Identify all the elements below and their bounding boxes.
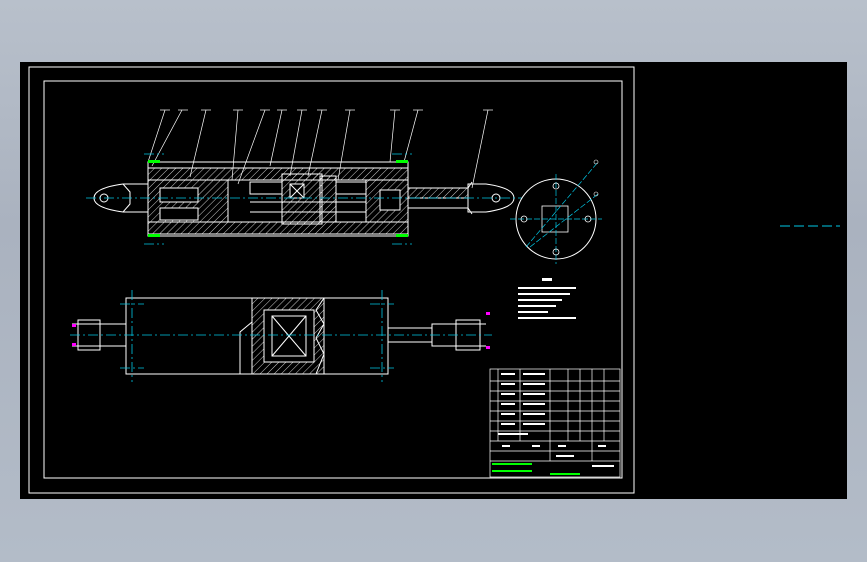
title-block-green [492, 463, 580, 475]
piston-rod [407, 187, 469, 199]
title-block [489, 368, 621, 478]
magenta-marks [72, 312, 490, 349]
center-lines-bottom [70, 290, 492, 382]
end-view [510, 159, 602, 264]
bolt-marks [148, 160, 408, 237]
sheet-inner-frame [43, 80, 623, 479]
left-clevis [93, 183, 149, 213]
piston [281, 173, 323, 225]
cad-viewport[interactable] [20, 62, 847, 499]
title-block-text [498, 373, 614, 467]
center-lines-main [86, 153, 522, 245]
sheet-outer-frame [28, 66, 635, 494]
main-section-view [93, 161, 515, 237]
barrel-wall-top [147, 167, 409, 181]
bottom-view [72, 297, 486, 375]
inner-bore [249, 181, 283, 195]
balloon-leaders [147, 109, 493, 189]
drawing-sheet [28, 66, 840, 494]
technical-notes [518, 278, 576, 319]
barrel-wall-bottom [147, 221, 409, 235]
